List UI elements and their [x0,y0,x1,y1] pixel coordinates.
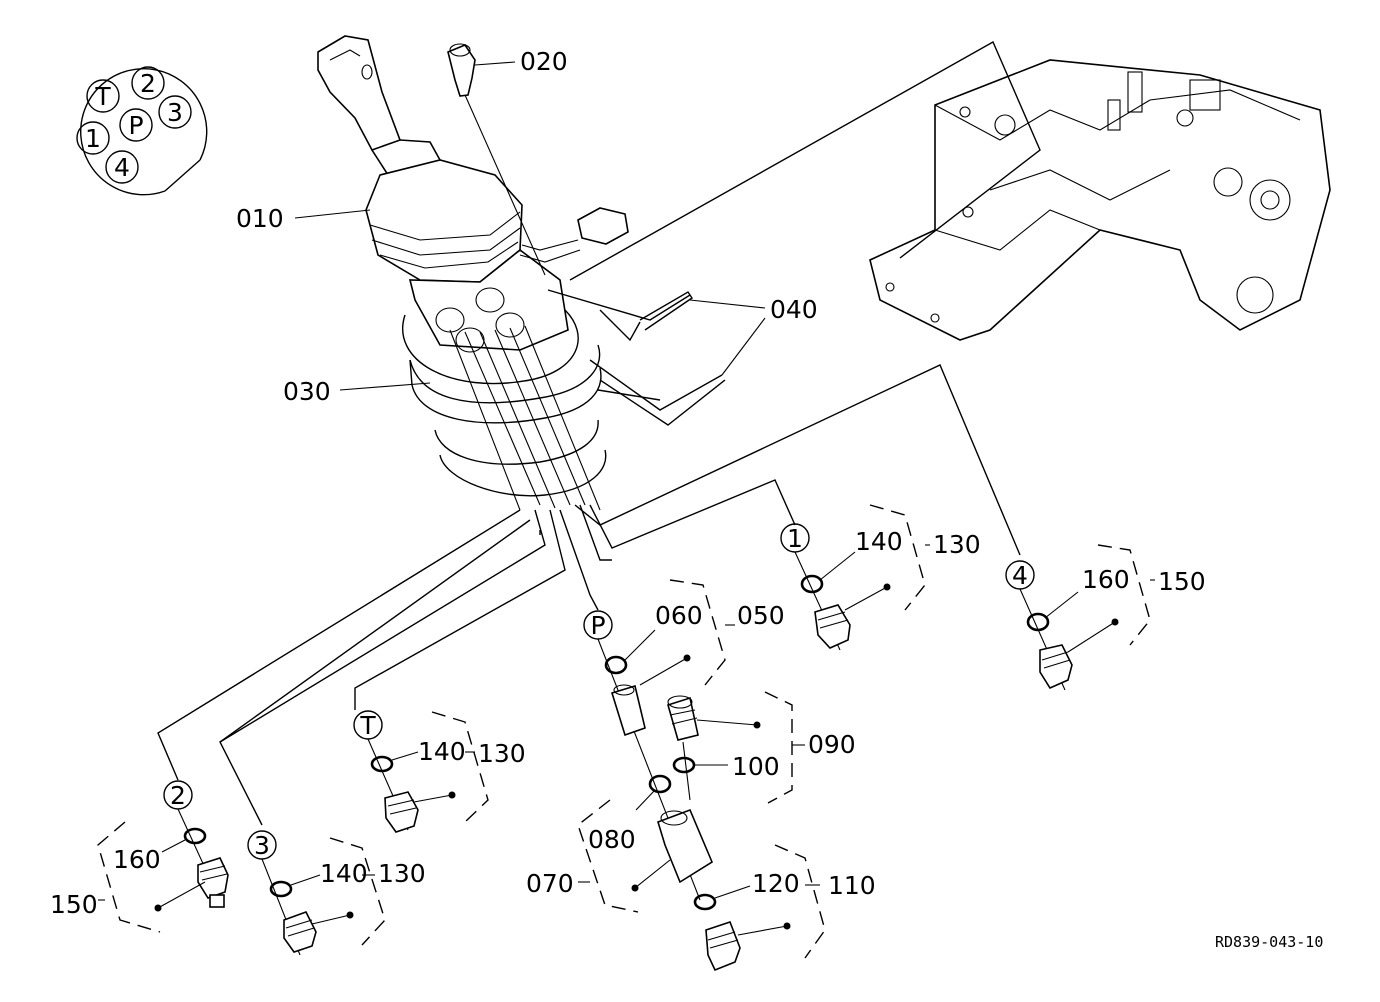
callout-140-port1: 140 [855,527,903,556]
port-4-fitting: 4 [1005,544,1151,691]
callout-010: 010 [236,204,284,233]
pin-label-3: 3 [167,98,183,127]
port-marker-4: 4 [1012,561,1028,590]
bracket-leader-upper [569,41,1041,281]
hose-bundle [157,325,1021,826]
callout-160-port4: 160 [1082,565,1130,594]
port-marker-3: 3 [254,831,270,860]
drawing-code: RD839-043-10 [1215,933,1323,951]
pin-label-t: T [94,82,111,111]
callout-130-port1: 130 [933,530,981,559]
callout-120: 120 [752,869,800,898]
callout-130-port3: 130 [378,859,426,888]
pin-label-4: 4 [114,153,130,182]
callout-050: 050 [737,601,785,630]
port-marker-2: 2 [170,781,186,810]
port-t-fitting: T [353,710,489,833]
callout-130-portT: 130 [478,739,526,768]
pin-label-1: 1 [85,124,101,153]
callout-140-portT: 140 [418,737,466,766]
callout-160-port2: 160 [113,845,161,874]
callout-070: 070 [526,869,574,898]
callout-040: 040 [770,295,818,324]
port-marker-1: 1 [787,524,803,553]
callout-080: 080 [588,825,636,854]
cable-ties [547,289,726,426]
callout-110: 110 [828,871,876,900]
callout-labels: 020 010 030 040 060 050 140 130 160 150 … [50,47,1206,919]
pinout-diagram: T 2 3 1 P 4 [76,66,208,196]
pin-label-p: P [128,111,143,140]
pin-label-2: 2 [140,69,156,98]
port-1-fitting: 1 [780,504,926,651]
callout-100: 100 [732,752,780,781]
callout-020: 020 [520,47,568,76]
port-marker-t: T [359,711,376,740]
port-2-fitting: 2 [97,780,229,933]
leader-lines [98,61,1155,901]
port-3-fitting: 3 [247,830,386,956]
bolt-020 [447,43,546,276]
joystick-assembly [317,35,629,353]
callout-030: 030 [283,377,331,406]
callout-090: 090 [808,730,856,759]
callout-150-port4: 150 [1158,567,1206,596]
port-marker-p: P [590,611,605,640]
callout-140-port3: 140 [320,859,368,888]
callout-060: 060 [655,601,703,630]
port-p-fitting: P [577,579,826,972]
mounting-bracket [869,59,1331,341]
callout-150-port2: 150 [50,890,98,919]
